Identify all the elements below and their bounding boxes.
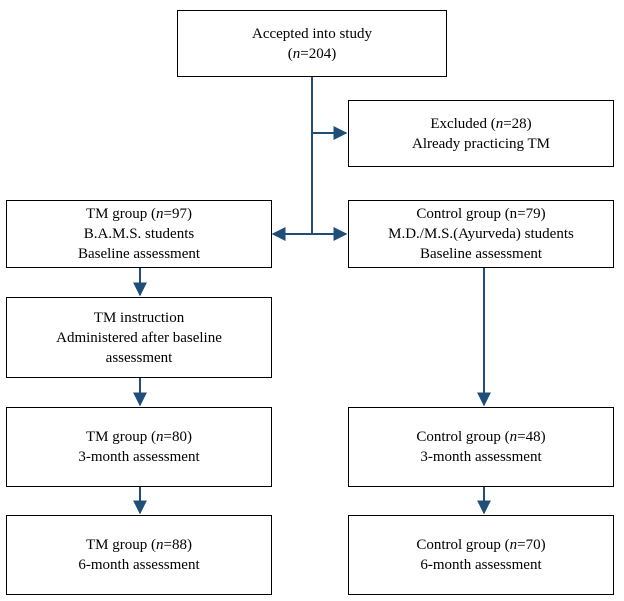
box-line: Accepted into study [252,25,372,42]
box-line: Excluded (n=28) [430,114,531,134]
box-line: 3-month assessment [420,449,542,465]
box-line: (n=204) [288,44,336,64]
box-line: Control group (n=79) [416,206,546,222]
box-line: 3-month assessment [78,449,200,465]
line-text-suffix: =80) [163,429,192,445]
control-group-baseline-box: Control group (n=79) M.D./M.S.(Ayurveda) … [348,200,614,268]
box-line: TM group (n=80) [86,427,192,447]
box-line: Administered after baseline [56,329,222,346]
line-text-suffix: =28) [503,115,532,132]
box-line: Control group (n=48) [416,427,545,447]
line-text-prefix: TM group ( [86,206,157,222]
line-text-prefix: Excluded ( [430,115,496,132]
box-line: TM instruction [93,309,185,326]
line-text-suffix: =48) [517,429,546,445]
box-line: Baseline assessment [419,246,543,262]
accepted-box: Accepted into study (n=204) [177,10,447,77]
tm-group-3month-box: TM group (n=80) 3-month assessment [6,407,272,487]
box-line: Control group (n=70) [416,535,545,555]
box-line: 6-month assessment [420,557,542,573]
line-text-suffix: =88) [163,537,192,553]
box-line: Baseline assessment [77,246,201,262]
box-line: TM group (n=97) [86,204,192,224]
sample-size-symbol: n [509,537,518,553]
sample-size-symbol: n [156,537,164,553]
sample-size-symbol: n [509,429,518,445]
box-line: B.A.M.S. students [83,226,195,242]
line-text-prefix: ( [287,45,293,62]
line-text-suffix: =204) [300,45,337,62]
line-text-prefix: TM group ( [86,429,157,445]
excluded-box: Excluded (n=28)Already practicing TM [348,100,614,167]
control-group-6month-box: Control group (n=70) 6-month assessment [348,515,614,595]
control-group-3month-box: Control group (n=48) 3-month assessment [348,407,614,487]
box-line: Already practicing TM [411,135,550,152]
tm-group-6month-box: TM group (n=88) 6-month assessment [6,515,272,595]
line-text-prefix: Control group ( [416,537,510,553]
box-line: assessment [105,349,173,366]
box-line: 6-month assessment [78,557,200,573]
sample-size-symbol: n [156,206,164,222]
line-text-prefix: TM group ( [86,537,157,553]
line-text-suffix: =70) [517,537,546,553]
sample-size-symbol: n [156,429,164,445]
box-line: TM group (n=88) [86,535,192,555]
box-line: M.D./M.S.(Ayurveda) students [388,226,574,242]
sample-size-symbol: n [292,45,301,62]
line-text-prefix: Control group ( [416,429,510,445]
sample-size-symbol: n [495,115,504,132]
line-text-suffix: =97) [163,206,192,222]
